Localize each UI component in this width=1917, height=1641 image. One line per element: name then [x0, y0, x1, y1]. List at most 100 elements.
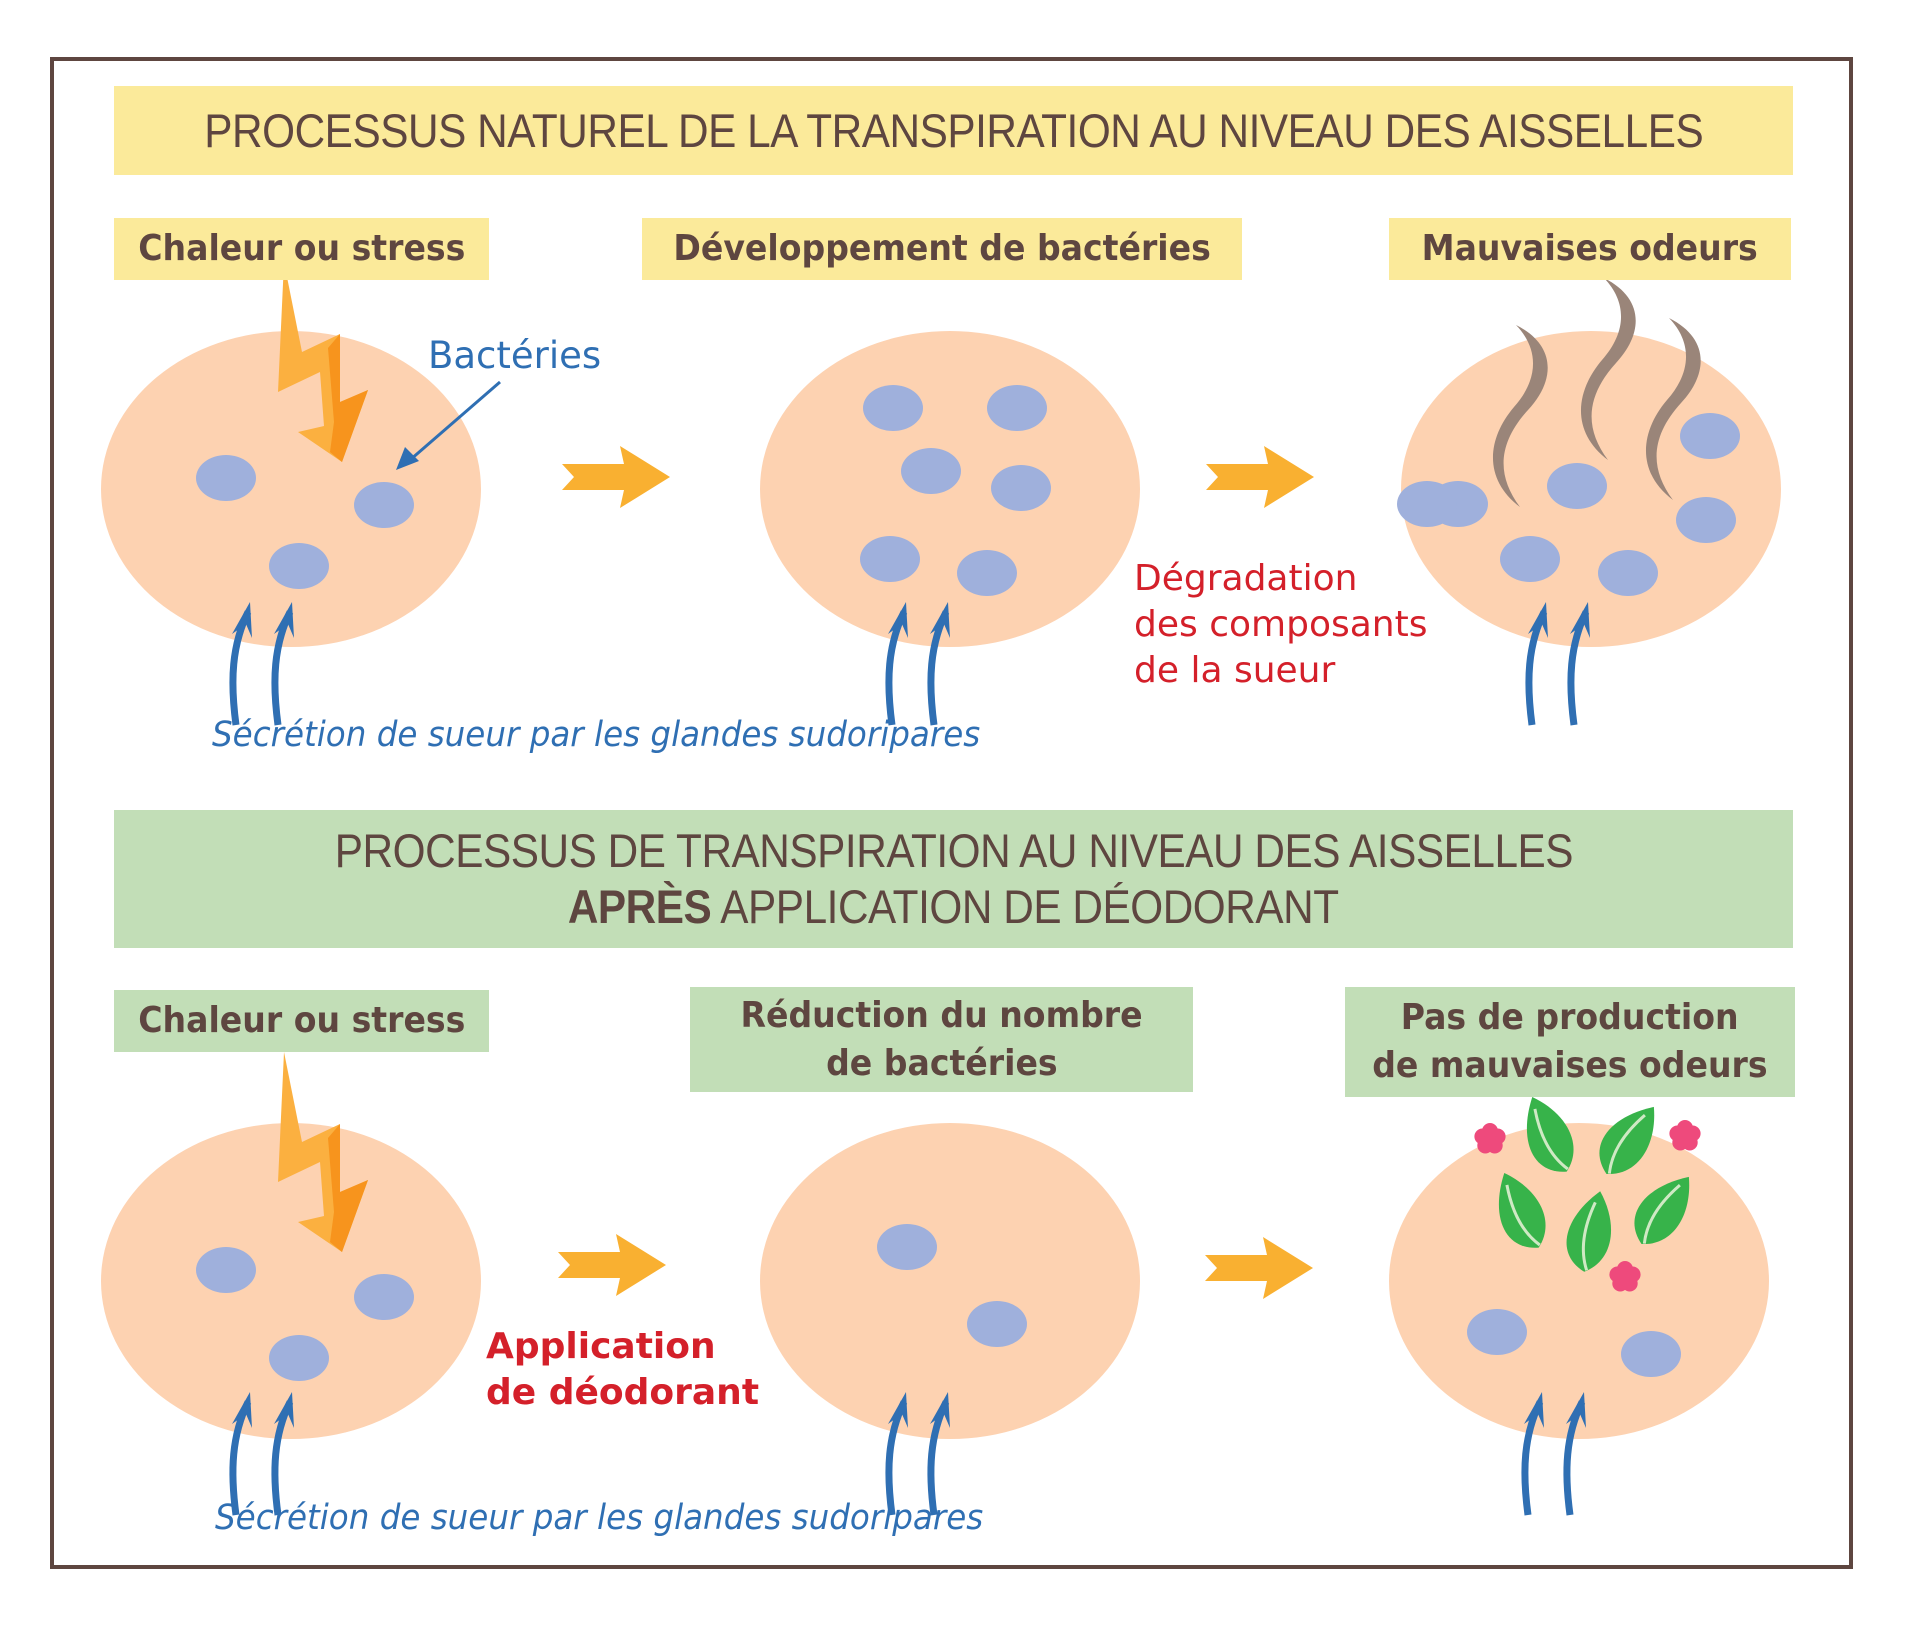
flower-icon [1609, 1261, 1641, 1292]
sweat-arrows-icon [229, 602, 294, 726]
bacterium [1676, 497, 1736, 543]
bacteria-callout-label: Bactéries [428, 334, 602, 377]
bacterium [967, 1301, 1027, 1347]
odor-wave-icon [1645, 318, 1701, 500]
natural-process-title-band: PROCESSUS NATUREL DE LA TRANSPIRATION AU… [114, 86, 1793, 175]
leaf-vein [1642, 1183, 1681, 1244]
sweat-arrow-head [1524, 1392, 1544, 1428]
step-arrow-icon [558, 1234, 666, 1296]
outer-frame [50, 57, 1853, 1569]
degradation-note: Dégradation des composants de la sueur [1134, 556, 1427, 694]
leaf-vein [1581, 1201, 1597, 1271]
sweat-arrows-icon [1521, 1392, 1586, 1516]
leaf-icon [1599, 1106, 1655, 1174]
flower-icon [1669, 1120, 1701, 1151]
sweat-arrows-icon [885, 602, 950, 726]
secretion-caption-natural: Sécrétion de sueur par les glandes sudor… [212, 715, 981, 755]
step-label-text: de mauvaises odeurs [1372, 1045, 1768, 1086]
sweat-arrow-head [232, 602, 252, 638]
title-rest: APPLICATION DE DÉODORANT [711, 880, 1340, 933]
skin-circle-reduced [760, 1123, 1140, 1439]
flower-icon [1474, 1123, 1506, 1154]
skin-circle-heat [101, 1123, 481, 1439]
bacterium [860, 536, 920, 582]
step-label-text: Mauvaises odeurs [1421, 228, 1759, 269]
bacterium [269, 1335, 329, 1381]
bacteria-cluster [860, 385, 1051, 596]
leaf-icon [1526, 1097, 1574, 1172]
flower-center [1679, 1130, 1691, 1142]
bacterium [1621, 1331, 1681, 1377]
deodorant-process-title-band: PROCESSUS DE TRANSPIRATION AU NIVEAU DES… [114, 810, 1793, 948]
sweat-arrow-head [888, 1392, 908, 1428]
step-label-text: Chaleur ou stress [137, 228, 466, 269]
bolt-shade [328, 1124, 368, 1252]
bacteria-cluster [1467, 1309, 1681, 1377]
step-label-text: Développement de bactéries [673, 228, 1211, 269]
deodorant-note-line: Application [486, 1326, 716, 1367]
step-arrow-icon [562, 446, 670, 508]
callout-pointer-line [409, 380, 501, 462]
step-label-heat-stress-2: Chaleur ou stress [114, 990, 489, 1052]
sweat-arrow-head [274, 602, 294, 638]
sweat-arrow-head [1528, 602, 1548, 638]
bacteria-cluster [196, 455, 414, 589]
flower-center [1484, 1133, 1496, 1145]
bacteria-cluster [196, 1247, 414, 1381]
leaf-blade [1566, 1191, 1611, 1272]
step-label-text: de bactéries [825, 1042, 1058, 1084]
degradation-note-line: des composants [1134, 604, 1428, 645]
deodorant-application-note: Application de déodorant [486, 1324, 759, 1416]
sweat-arrow-head [930, 602, 950, 638]
bacterium [863, 385, 923, 431]
bacterium [957, 550, 1017, 596]
bacterium [1500, 536, 1560, 582]
leaf-vein [1607, 1113, 1646, 1174]
step-label-text: Réduction du nombre [740, 994, 1143, 1036]
secretion-caption-deodorant: Sécrétion de sueur par les glandes sudor… [215, 1498, 984, 1538]
bolt-shade [328, 334, 368, 462]
bacterium [991, 465, 1051, 511]
skin-circle-fresh [1389, 1123, 1769, 1439]
step-arrow-icon [1205, 1237, 1313, 1299]
step-label-heat-stress: Chaleur ou stress [114, 218, 489, 280]
leaf-icon [1498, 1173, 1546, 1248]
bacterium [987, 385, 1047, 431]
sweat-arrow-head [1570, 602, 1590, 638]
sweat-arrow-head [232, 1392, 252, 1428]
bacteria-cluster [877, 1224, 1027, 1347]
lightning-bolt-icon [278, 1052, 368, 1252]
callout-pointer-head [396, 447, 419, 470]
sweat-arrow-head [888, 602, 908, 638]
skin-circle-heat [101, 331, 481, 647]
bacterium [901, 448, 961, 494]
deodorant-process-title-line2: APRÈS APPLICATION DE DÉODORANT [568, 879, 1339, 935]
lightning-bolt-icon [278, 262, 368, 462]
flower-center [1619, 1271, 1631, 1283]
leaf-vein [1533, 1108, 1569, 1171]
sweat-arrows-icon [229, 1392, 294, 1516]
sweat-arrows-icon [1525, 602, 1590, 726]
step-arrow-icon [1206, 446, 1314, 508]
leaf-blade [1498, 1173, 1546, 1248]
bacterium [196, 1247, 256, 1293]
title-emphasis: APRÈS [568, 880, 712, 933]
step-label-bad-odors: Mauvaises odeurs [1389, 218, 1791, 280]
odor-wave-icon [1492, 325, 1548, 507]
deodorant-note-line: de déodorant [486, 1372, 760, 1413]
bacterium [1680, 413, 1740, 459]
step-label-text: Chaleur ou stress [137, 1000, 466, 1041]
bacterium [354, 1274, 414, 1320]
bacterium [1467, 1309, 1527, 1355]
bacterium [1598, 550, 1658, 596]
degradation-note-line: de la sueur [1134, 650, 1336, 691]
step-label-text: Pas de production [1401, 997, 1739, 1038]
natural-process-title: PROCESSUS NATUREL DE LA TRANSPIRATION AU… [204, 103, 1703, 157]
skin-circle-growth [760, 331, 1140, 647]
sweat-arrow-head [930, 1392, 950, 1428]
step-label-bacteria-reduction: Réduction du nombre de bactéries [690, 987, 1193, 1092]
leaf-blade [1526, 1097, 1574, 1172]
leaf-icon [1566, 1191, 1611, 1272]
